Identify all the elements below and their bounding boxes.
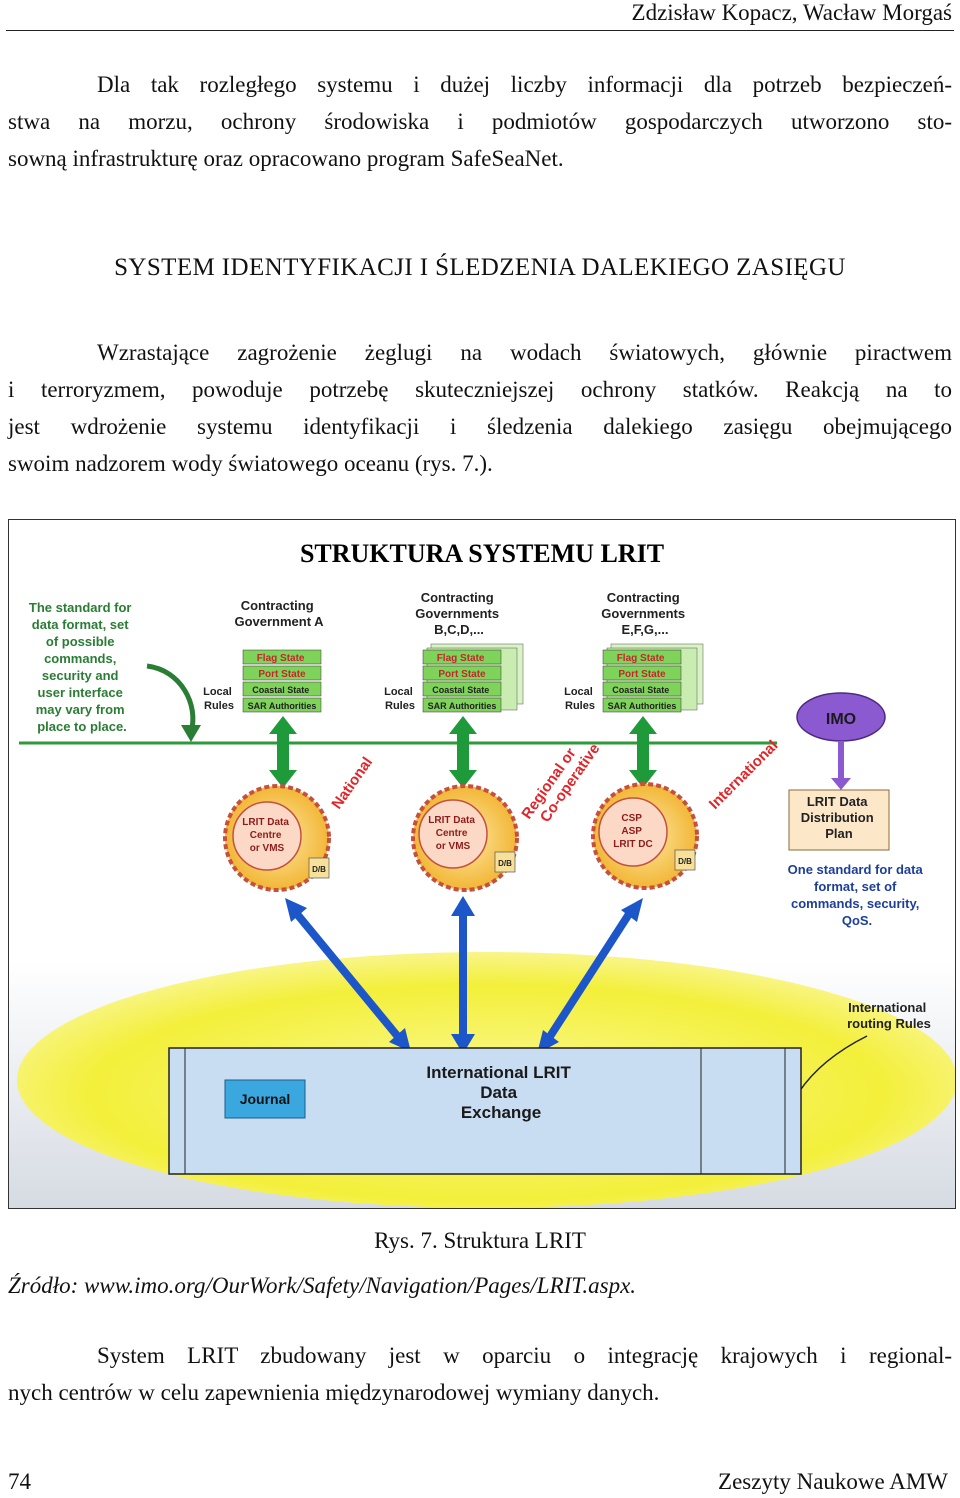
svg-text:Flag State Port State: Flag State Port State xyxy=(257,653,308,680)
gov-group-c: Contracting Governments E,F,G,... Local … xyxy=(564,590,704,713)
svg-text:Coastal State SAR Author: Coastal State SAR Authorities xyxy=(248,685,317,711)
routing-pointer xyxy=(798,1035,868,1093)
imo-arrowhead xyxy=(831,778,851,790)
svg-text:Contracting Government A: Contracting Government A xyxy=(234,598,324,629)
svg-text:Flag State Port State: Flag State Port State xyxy=(617,653,668,680)
svg-text:D/B: D/B xyxy=(312,865,326,874)
curved-arrowhead xyxy=(181,725,201,742)
lrit-centre-2: LRIT Data Centre or VMS D/B xyxy=(411,784,519,892)
running-header: Zdzisław Kopacz, Wacław Morgaś xyxy=(631,0,952,25)
lrit-diagram: STRUKTURA SYSTEMU LRIT The standard for … xyxy=(9,539,955,1208)
international-label: International xyxy=(706,737,782,813)
svg-text:CSP ASP LRIT DC: CSP ASP LRIT DC xyxy=(613,813,652,850)
regional-label: Regional or Co-operative xyxy=(518,731,603,832)
body-paragraph-1: Wzrastające zagrożenie żeglugi na wodach… xyxy=(8,334,952,482)
svg-text:Local Rules: Local Rules xyxy=(384,686,416,712)
gov-group-a: Contracting Government A Local Rules Fla… xyxy=(203,598,324,713)
intro-line: sowną infrastrukturę oraz opracowano pro… xyxy=(8,146,564,171)
svg-text:Contracting Governments: Contracting Governments B,C,D,... xyxy=(415,590,502,637)
figure-title: STRUKTURA SYSTEMU LRIT xyxy=(300,539,664,568)
blue-arrows xyxy=(293,911,633,1041)
svg-text:LRIT Data Centre o: LRIT Data Centre or VMS xyxy=(428,815,477,852)
body-paragraph-2: System LRIT zbudowany jest w oparciu o i… xyxy=(8,1337,952,1411)
distribution-plan-label: LRIT Data Distribution Plan xyxy=(801,794,878,841)
svg-text:Coastal State SAR Author: Coastal State SAR Authorities xyxy=(608,685,677,711)
standard-note: The standard for data format, set of pos… xyxy=(29,600,135,734)
one-standard-note: One standard for data format, set of com… xyxy=(788,862,927,928)
svg-text:LRIT Data Centre o: LRIT Data Centre or VMS xyxy=(242,817,291,854)
header-rule xyxy=(6,30,954,31)
body-line: i terroryzmem, powoduje potrzebę skutecz… xyxy=(8,377,952,402)
imo-label: IMO xyxy=(826,711,856,728)
gov-group-b: Contracting Governments B,C,D,... Local … xyxy=(384,590,524,713)
section-title: SYSTEM IDENTYFIKACJI I ŚLEDZENIA DALEKIE… xyxy=(114,254,846,281)
figure-source: Źródło: www.imo.org/OurWork/Safety/Navig… xyxy=(8,1273,637,1298)
intro-paragraph: Dla tak rozległego systemu i dużej liczb… xyxy=(8,66,952,177)
routing-rules-label: International routing Rules xyxy=(847,1000,931,1031)
svg-text:D/B: D/B xyxy=(678,857,692,866)
journal-label: Journal xyxy=(240,1091,291,1107)
lrit-figure: STRUKTURA SYSTEMU LRIT The standard for … xyxy=(8,519,956,1209)
body-line: jest wdrożenie systemu identyfikacji i ś… xyxy=(8,414,952,439)
lrit-centre-1: LRIT Data Centre or VMS D/B xyxy=(223,784,331,892)
page-number: 74 xyxy=(8,1469,31,1494)
lrit-centre-3: CSP ASP LRIT DC D/B xyxy=(591,782,699,890)
national-label: National xyxy=(328,754,376,812)
svg-text:Contracting Governments: Contracting Governments E,F,G,... xyxy=(601,590,688,637)
svg-text:Local Rules: Local Rules xyxy=(203,686,235,712)
green-arrows xyxy=(269,716,657,788)
data-exchange-label: International LRIT Data Exchange xyxy=(426,1063,575,1122)
body-line: System LRIT zbudowany jest w oparciu o i… xyxy=(97,1343,952,1368)
journal-name: Zeszyty Naukowe AMW xyxy=(718,1469,948,1494)
svg-text:Coastal State SAR Author: Coastal State SAR Authorities xyxy=(428,685,497,711)
svg-text:D/B: D/B xyxy=(498,859,512,868)
distribution-plan-box xyxy=(788,789,890,851)
body-line: nych centrów w celu zapewnienia międzyna… xyxy=(8,1380,660,1405)
curved-arrow xyxy=(146,663,196,733)
svg-text:Local Rules: Local Rules xyxy=(564,686,596,712)
body-line: swoim nadzorem wody światowego oceanu (r… xyxy=(8,451,493,476)
body-line: Wzrastające zagrożenie żeglugi na wodach… xyxy=(97,340,952,365)
journal-box xyxy=(224,1079,306,1119)
svg-text:Flag State Port State: Flag State Port State xyxy=(437,653,488,680)
intro-line: Dla tak rozległego systemu i dużej liczb… xyxy=(97,72,952,97)
intro-line: stwa na morzu, ochrony środowiska i podm… xyxy=(8,109,952,134)
figure-caption: Rys. 7. Struktura LRIT xyxy=(374,1228,586,1253)
